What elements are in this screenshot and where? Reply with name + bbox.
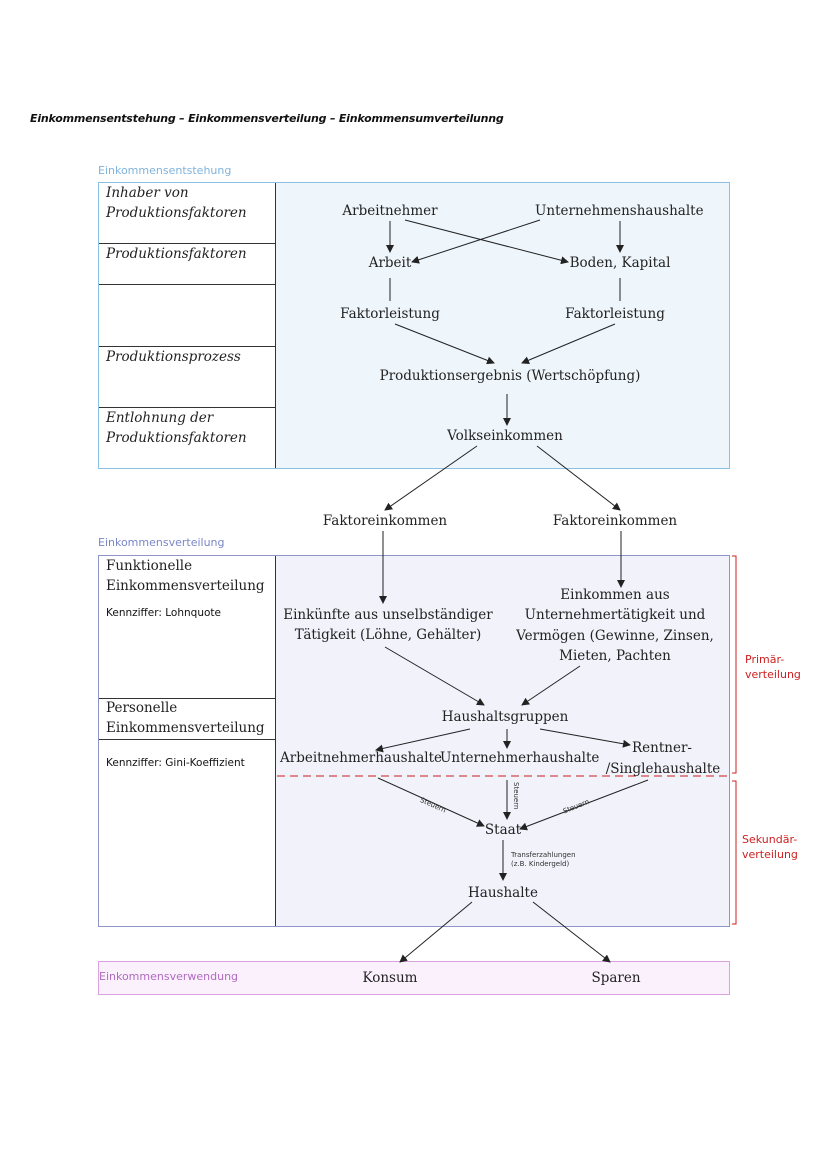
node-konsum: Konsum [362, 970, 418, 986]
node-einkommen-line3: Vermögen (Gewinne, Zinsen, [516, 628, 714, 644]
node-einkommen-line4: Mieten, Pachten [559, 648, 671, 664]
node-faktoreinkommen-left: Faktoreinkommen [322, 513, 448, 529]
bracket-label-primaer-line2: verteilung [745, 668, 801, 681]
node-sparen: Sparen [591, 970, 641, 986]
row-label-produktionsprozess: Produktionsprozess [106, 349, 241, 365]
node-unternehmerhaushalte: Unternehmerhaushalte [440, 750, 600, 766]
kennziffer-gini: Kennziffer: Gini-Koeffizient [106, 757, 245, 769]
node-produktionsergebnis: Produktionsergebnis (Wertschöpfung) [379, 368, 641, 384]
node-faktorleistung-left: Faktorleistung [340, 306, 440, 322]
node-unternehmenshaushalte: Unternehmenshaushalte [535, 203, 704, 219]
node-arbeitnehmerhaushalte: Arbeitnehmerhaushalte [280, 750, 443, 766]
edge-label-transfer-line2: (z.B. Kindergeld) [511, 860, 570, 868]
node-arbeitnehmer: Arbeitnehmer [342, 203, 438, 219]
entstehung-left-column [99, 183, 276, 468]
section-label-entstehung: Einkommensentstehung [98, 164, 232, 177]
node-boden-kapital: Boden, Kapital [569, 255, 671, 271]
page-title: Einkommensentstehung – Einkommensverteil… [30, 112, 504, 125]
row-label-funktionelle: Funktionelle Einkommensverteilung [106, 558, 265, 594]
edge-label-transfer-line1: Transferzahlungen [511, 851, 576, 859]
row-divider [99, 243, 276, 244]
section-label-verteilung: Einkommensverteilung [98, 536, 225, 549]
section-label-verwendung: Einkommensverwendung [99, 970, 239, 983]
node-volkseinkommen: Volkseinkommen [447, 428, 563, 444]
edge-label-steuern-mid: Steuern [512, 782, 520, 810]
node-staat: Staat [484, 822, 522, 838]
node-einkommen-line1: Einkommen aus [560, 587, 670, 603]
bracket-label-sekundaer-line2: verteilung [742, 848, 798, 861]
bracket-label-sekundaer-line1: Sekundär- [742, 833, 798, 846]
node-einkommen-line2: Unternehmertätigkeit und [524, 607, 706, 623]
row-label-personelle: Personelle Einkommensverteilung [106, 700, 265, 736]
row-divider [99, 346, 276, 347]
verteilung-left-column [99, 556, 276, 926]
node-arbeit: Arbeit [368, 255, 412, 271]
row-divider [99, 698, 276, 699]
node-faktorleistung-right: Faktorleistung [565, 306, 665, 322]
row-divider [99, 407, 276, 408]
node-einkuenfte-line2: Tätigkeit (Löhne, Gehälter) [294, 627, 482, 643]
row-divider [99, 739, 276, 740]
node-einkuenfte-line1: Einkünfte aus unselbständiger [283, 607, 493, 623]
row-label-inhaber: Inhaber von Produktionsfaktoren [106, 185, 247, 221]
node-rentner-line1: Rentner- [632, 740, 692, 756]
row-label-entlohnung: Entlohnung der Produktionsfaktoren [106, 410, 247, 446]
bracket-label-primaer-line1: Primär- [745, 653, 785, 666]
node-faktoreinkommen-right: Faktoreinkommen [552, 513, 678, 529]
kennziffer-lohnquote: Kennziffer: Lohnquote [106, 607, 221, 619]
node-haushaltsgruppen: Haushaltsgruppen [441, 709, 569, 725]
node-rentner-line2: /Singlehaushalte [605, 761, 721, 777]
row-label-produktionsfaktoren: Produktionsfaktoren [106, 246, 247, 262]
row-divider [99, 284, 276, 285]
node-haushalte: Haushalte [468, 885, 538, 901]
verwendung-panel [98, 961, 730, 995]
